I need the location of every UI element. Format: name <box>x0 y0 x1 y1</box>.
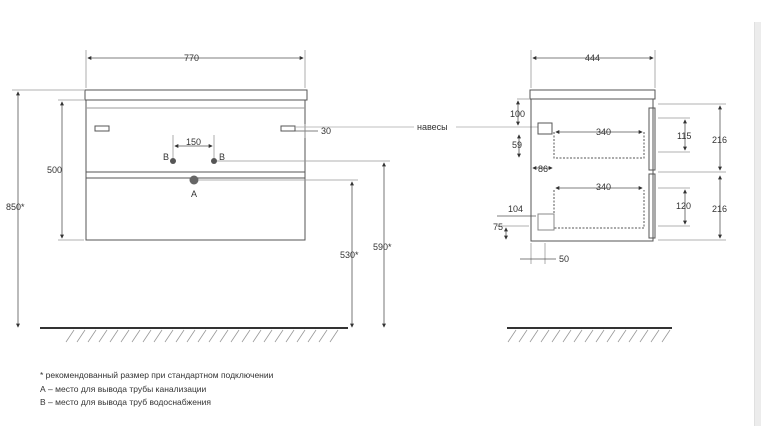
floor-hatch-line <box>307 329 317 343</box>
side-drawer-lower <box>553 190 645 229</box>
dim-upper-front: 216 <box>712 135 727 145</box>
floor-hatch-line <box>318 329 328 343</box>
floor-hatch-line <box>285 329 295 343</box>
floor-hatch-line <box>76 329 86 343</box>
floor-hatch-line <box>274 329 284 343</box>
floor-hatch-line <box>573 329 583 343</box>
floor-hatch-line <box>628 329 638 343</box>
dim-drawer-upper: 340 <box>596 127 611 137</box>
floor-hatch-line <box>241 329 251 343</box>
floor-hatch-line <box>617 329 627 343</box>
dim-lower-offset: 104 <box>508 204 523 214</box>
scrollbar-edge[interactable] <box>754 22 761 426</box>
floor-hatch-line <box>197 329 207 343</box>
floor-hatch-line <box>98 329 108 343</box>
floor-hatch-line <box>252 329 262 343</box>
floor-hatch-line <box>208 329 218 343</box>
side-countertop <box>529 89 656 100</box>
point-b-left <box>170 158 176 164</box>
floor-hatch-line <box>131 329 141 343</box>
legend-notes: * рекомендованный размер при стандартном… <box>40 369 273 410</box>
floor-hatch-line <box>595 329 605 343</box>
front-hinge-left <box>94 125 110 132</box>
floor-hatch-line <box>219 329 229 343</box>
floor-hatch-line <box>584 329 594 343</box>
dim-bottom-offset: 75 <box>493 222 503 232</box>
floor-hatch-line <box>87 329 97 343</box>
label-b-right: B <box>219 152 225 162</box>
dim-upper-gap: 59 <box>512 140 522 150</box>
dim-edge-offset: 30 <box>321 126 331 136</box>
dim-lower-height: 120 <box>676 201 691 211</box>
floor-hatch-line <box>606 329 616 343</box>
floor-hatch-line <box>329 329 339 343</box>
dim-carcass-height: 500 <box>47 165 62 175</box>
dim-height-b: 590* <box>373 242 392 252</box>
floor-hatch-line <box>639 329 649 343</box>
label-a: A <box>191 189 197 199</box>
floor-hatch-line <box>186 329 196 343</box>
floor-hatch-line <box>164 329 174 343</box>
hinges-label: навесы <box>417 122 448 132</box>
floor-hatch-line <box>120 329 130 343</box>
dim-lower-front: 216 <box>712 204 727 214</box>
floor-hatch-line <box>296 329 306 343</box>
floor-hatch-line <box>661 329 671 343</box>
dim-upper-inner: 86 <box>538 164 548 174</box>
side-front-upper <box>648 107 656 171</box>
side-front-lower <box>648 173 656 239</box>
floor-hatch-line <box>551 329 561 343</box>
note-a: А – место для вывода трубы канализации <box>40 383 207 394</box>
floor-hatch-line <box>540 329 550 343</box>
floor-hatch-line <box>65 329 75 343</box>
front-countertop <box>84 89 308 101</box>
dim-drawer-lower: 340 <box>596 182 611 192</box>
label-b-left: B <box>163 152 169 162</box>
front-view <box>84 89 308 241</box>
floor-left <box>40 327 348 343</box>
floor-hatch-line <box>109 329 119 343</box>
floor-hatch-line <box>153 329 163 343</box>
side-back-notch <box>537 213 555 231</box>
front-carcass <box>85 99 306 241</box>
note-recommended: * рекомендованный размер при стандартном… <box>40 370 274 380</box>
dim-width: 770 <box>184 53 199 63</box>
dim-total-height: 850* <box>6 202 25 212</box>
point-a <box>189 175 199 185</box>
point-b-right <box>211 158 217 164</box>
floor-hatch-line <box>507 329 517 343</box>
dim-back-offset: 50 <box>559 254 569 264</box>
floor-hatch-line <box>175 329 185 343</box>
dim-top-offset: 100 <box>510 109 525 119</box>
floor-hatch-line <box>263 329 273 343</box>
floor-hatch-line <box>562 329 572 343</box>
side-drawer-upper <box>553 132 645 159</box>
note-b: В – место для вывода труб водоснабжения <box>40 397 211 407</box>
side-hinge <box>537 122 553 135</box>
floor-hatch-line <box>518 329 528 343</box>
dim-depth: 444 <box>585 53 600 63</box>
dim-spacing: 150 <box>186 137 201 147</box>
floor-hatch-line <box>142 329 152 343</box>
floor-hatch-line <box>230 329 240 343</box>
floor-right <box>507 327 672 343</box>
side-view <box>529 89 656 242</box>
front-hinge-right <box>280 125 296 132</box>
dim-height-a: 530* <box>340 250 359 260</box>
floor-hatch-line <box>529 329 539 343</box>
side-carcass <box>530 98 654 242</box>
dim-upper-height: 115 <box>677 131 691 141</box>
floor-hatch-line <box>650 329 660 343</box>
